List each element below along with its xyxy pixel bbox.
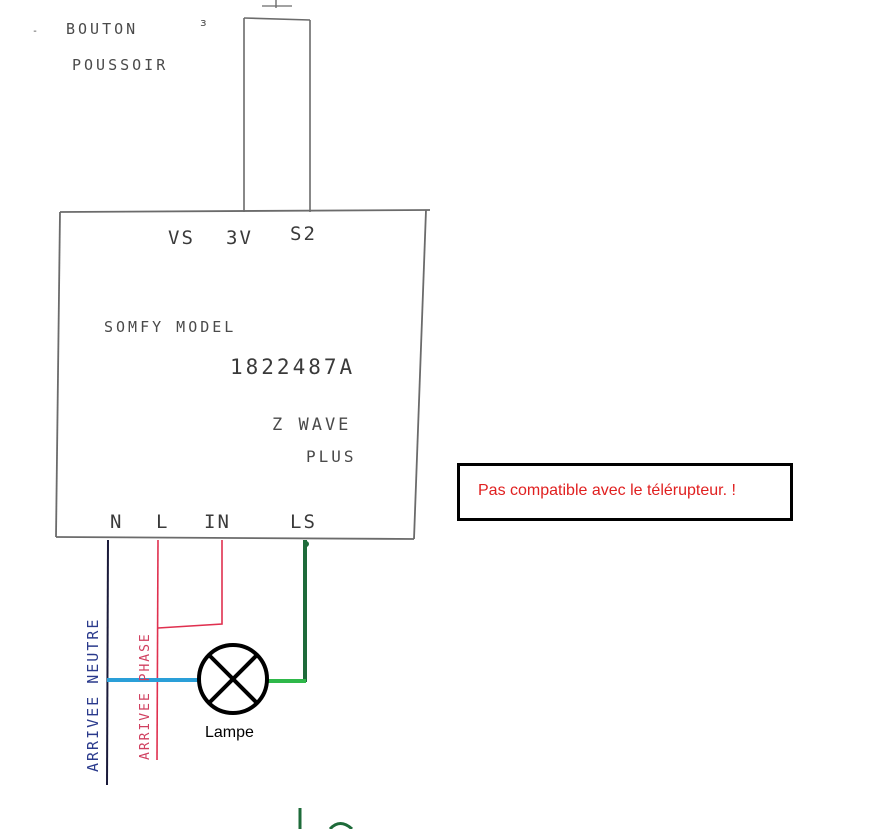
ls-terminal-dot <box>303 541 309 547</box>
neutral-wire <box>106 539 109 786</box>
neutral-wire-label: ARRIVEE NEUTRE <box>84 618 102 772</box>
warning-box: Pas compatible avec le télérupteur. ! <box>457 463 793 521</box>
module-model-number: 1822487A <box>230 355 355 379</box>
warning-text: Pas compatible avec le télérupteur. ! <box>478 482 736 499</box>
terminal-l: L <box>156 511 169 533</box>
pencil-mark-2: - <box>32 26 41 37</box>
terminal-n: N <box>110 511 123 533</box>
push-button-label-line1: BOUTON <box>66 20 138 38</box>
terminal-in: IN <box>204 511 231 533</box>
terminal-3v: 3V <box>226 227 253 249</box>
somfy-module-box <box>55 209 431 540</box>
pencil-mark-1: ɜ <box>200 16 210 29</box>
module-protocol-line1: Z WAVE <box>272 415 351 435</box>
push-button-label-line2: POUSSOIR <box>72 56 168 74</box>
phase-wire-label: ARRIVEE PHASE <box>138 632 153 760</box>
lamp-label: Lampe <box>205 724 254 741</box>
terminal-ls: LS <box>290 511 317 533</box>
lamp-symbol <box>197 643 269 715</box>
terminal-vs: VS <box>168 227 195 249</box>
in-bridge-wire <box>157 540 223 629</box>
module-protocol-line2: PLUS <box>306 447 357 466</box>
phase-wire <box>156 539 159 761</box>
push-button-wires <box>243 0 311 212</box>
module-brand-label: SOMFY MODEL <box>104 318 236 336</box>
bottom-fragment-arc <box>328 822 354 829</box>
terminal-s2: S2 <box>290 223 317 245</box>
